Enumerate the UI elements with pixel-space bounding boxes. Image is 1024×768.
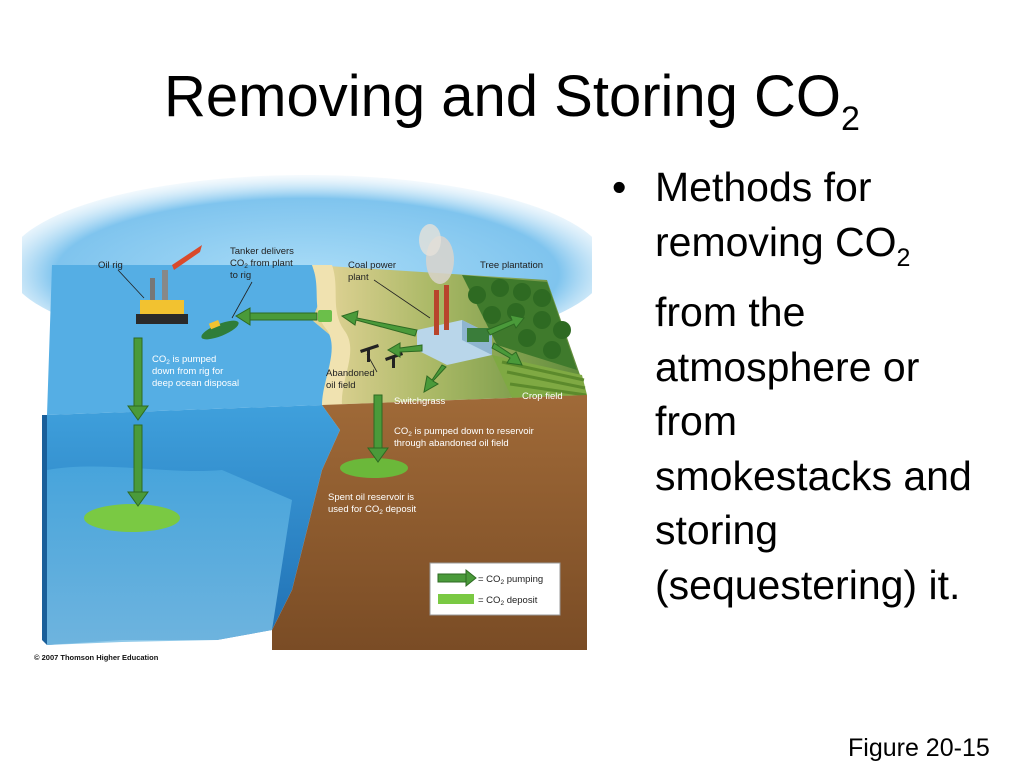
title-main: Removing and Storing CO <box>164 64 842 129</box>
bullet-text: Methods for removing CO2 from the atmosp… <box>655 160 1017 612</box>
bullet-line: (sequestering) it. <box>655 561 961 608</box>
co2-storage-diagram: = CO2 pumping = CO2 deposit Oil rig Tank… <box>22 170 592 670</box>
label-switchgrass: Switchgrass <box>394 396 445 407</box>
bullet-line: Methods for <box>655 164 872 210</box>
bullet-line: from the <box>655 289 806 335</box>
beach <box>312 265 351 405</box>
reservoir-co2-deposit <box>340 458 408 478</box>
figure-caption: Figure 20-15 <box>848 734 990 762</box>
label-pumped-line2: down from rig for <box>152 366 223 377</box>
label-coal-line1: Coal power <box>348 260 396 271</box>
label-tanker-line2: CO2 from plant <box>230 258 293 270</box>
legend-arrow-swatch <box>437 573 469 583</box>
label-reservoir-line2: through abandoned oil field <box>394 438 509 449</box>
co2-tank-icon <box>318 310 332 322</box>
label-spent-line1: Spent oil reservoir is <box>328 492 414 503</box>
bullet-point: • Methods for removing CO2 from the atmo… <box>612 160 1017 612</box>
callout-lines <box>117 269 431 373</box>
label-abandoned-line1: Abandoned <box>326 368 375 379</box>
co2-pumping-arrows <box>127 307 525 507</box>
tanker-icon <box>201 319 239 340</box>
label-tanker-line3: to rig <box>230 270 251 281</box>
bullet-line-text: removing CO <box>655 218 897 265</box>
legend-deposit-swatch <box>438 594 474 604</box>
label-coal-line2: plant <box>348 272 369 283</box>
bullet-line-subscript: 2 <box>896 243 911 272</box>
label-pumped-line3: deep ocean disposal <box>152 378 239 389</box>
bullet-line: smokestacks and <box>655 452 972 499</box>
legend: = CO2 pumping = CO2 deposit <box>429 562 561 616</box>
oil-rig-icon <box>136 245 202 324</box>
deep-ocean <box>47 466 292 645</box>
legend-deposit-label: = CO2 deposit <box>478 595 538 607</box>
label-pumped-line1: CO2 is pumped <box>152 354 216 366</box>
ocean-surface <box>47 265 342 415</box>
bullet-line: storing <box>655 507 779 553</box>
label-tanker-line1: Tanker delivers <box>230 246 294 257</box>
bullet-line: atmosphere or <box>655 343 920 390</box>
crop-field <box>492 355 587 398</box>
bullet-marker: • <box>612 164 627 210</box>
label-abandoned-line2: oil field <box>326 380 356 391</box>
copyright-notice: © 2007 Thomson Higher Education <box>34 653 159 662</box>
label-crop-field: Crop field <box>522 391 563 402</box>
slide-title: Removing and Storing CO2 <box>0 62 1024 154</box>
diagram-illustration: = CO2 pumping = CO2 deposit Oil rig Tank… <box>22 175 592 650</box>
bullet-line: from <box>655 398 737 444</box>
coal-power-plant-icon <box>417 224 492 365</box>
label-reservoir-line1: CO2 is pumped down to reservoir <box>394 426 534 438</box>
bullet-line: removing CO2 <box>655 215 1017 286</box>
title-subscript: 2 <box>841 100 860 138</box>
label-spent-line2: used for CO2 deposit <box>328 504 416 516</box>
label-tree-plantation: Tree plantation <box>480 260 543 271</box>
legend-pumping-label: = CO2 pumping <box>478 574 543 586</box>
ocean-co2-deposit <box>84 504 180 532</box>
ocean-edge <box>42 415 47 645</box>
label-oil-rig: Oil rig <box>98 260 123 271</box>
